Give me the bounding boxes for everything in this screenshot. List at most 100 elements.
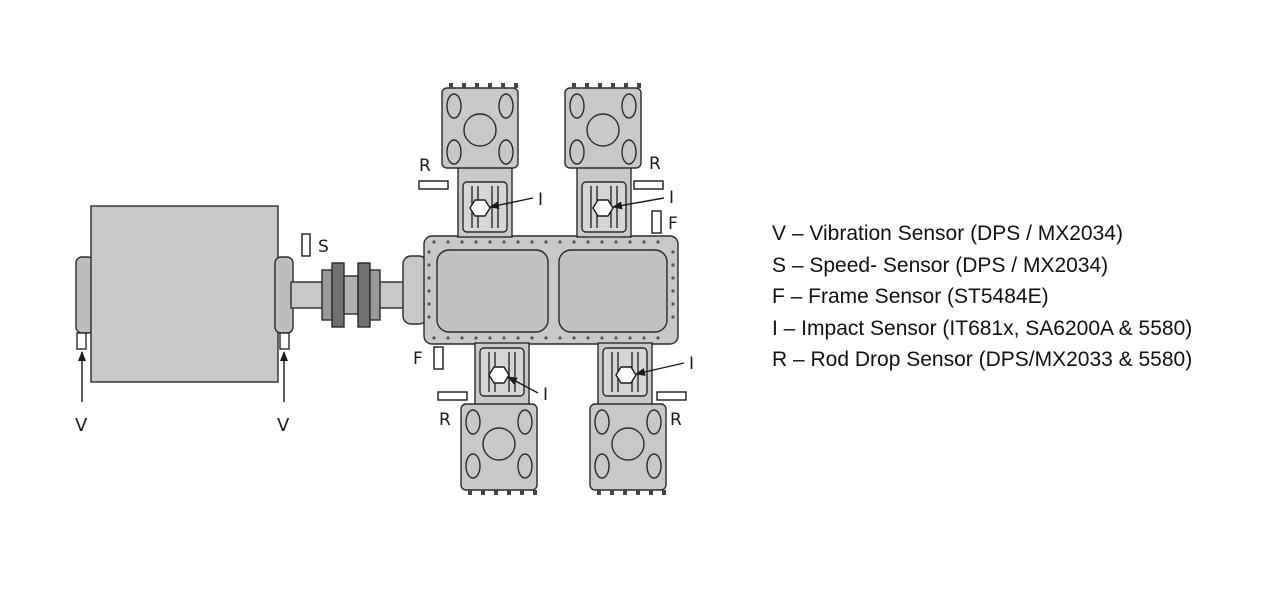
impact-label-upper-right: I	[669, 188, 674, 208]
compressor-frame	[423, 235, 679, 345]
frame-bolt	[427, 263, 431, 267]
frame-bolt	[586, 336, 590, 340]
cylinder-upper-right	[564, 87, 642, 169]
rod-drop-label-upper-left: R	[419, 156, 431, 176]
cylinder-stud	[598, 83, 602, 88]
frame-bolts	[427, 240, 675, 340]
cylinder-stud	[662, 490, 666, 495]
impact-arrow-lower-left	[507, 376, 539, 394]
cylinder-stud	[649, 490, 653, 495]
frame-bolt	[427, 302, 431, 306]
impact-label-lower-left: I	[543, 385, 548, 405]
frame-bolt	[502, 240, 506, 244]
frame-bolt	[544, 240, 548, 244]
rod-drop-sensor-lower-right	[656, 391, 687, 401]
frame-bolt	[427, 289, 431, 293]
cylinder-stud	[611, 83, 615, 88]
compressor-diagram: S V V F F R R R R I I I I	[75, 83, 694, 495]
impact-sensor-upper-right	[592, 199, 614, 217]
frame-bolt	[671, 302, 675, 306]
cylinder-lower-left	[460, 403, 538, 491]
cylinder-stud	[533, 490, 537, 495]
cylinder-stud	[636, 490, 640, 495]
rod-drop-label-upper-right: R	[649, 154, 661, 174]
frame-bolt	[671, 315, 675, 319]
legend-item-frame: F – Frame Sensor (ST5484E)	[772, 285, 1049, 308]
frame-bolt	[516, 336, 520, 340]
cylinder-studs	[449, 83, 666, 495]
legend-item-speed: S – Speed- Sensor (DPS / MX2034)	[772, 253, 1109, 277]
rod-drop-label-lower-right: R	[670, 410, 682, 430]
cylinder-stud	[623, 490, 627, 495]
frame-bolt	[488, 240, 492, 244]
impact-sensor-lower-right	[615, 366, 637, 384]
frame-bolt	[586, 240, 590, 244]
frame-bolt	[516, 240, 520, 244]
frame-sensor-label-lower-left: F	[413, 349, 423, 369]
motor-sensor-left	[76, 332, 87, 350]
frame-bolt	[432, 336, 436, 340]
frame-bolt	[642, 240, 646, 244]
rod-drop-label-lower-left: R	[439, 410, 451, 430]
frame-bolt	[614, 240, 618, 244]
frame-bolt	[600, 336, 604, 340]
frame-bolt	[460, 240, 464, 244]
frame-bolt	[558, 240, 562, 244]
frame-bolt	[488, 336, 492, 340]
frame-bolt	[600, 240, 604, 244]
cylinder-stud	[449, 83, 453, 88]
cylinder-stud	[462, 83, 466, 88]
impact-arrow-upper-left	[489, 197, 534, 210]
frame-bolt	[628, 240, 632, 244]
frame-bolt	[671, 263, 675, 267]
motor	[75, 205, 294, 383]
cylinder-stud	[572, 83, 576, 88]
impact-arrow-upper-right	[612, 197, 665, 210]
frame-bolt	[671, 250, 675, 254]
frame-bolt	[474, 336, 478, 340]
frame-bolt	[671, 289, 675, 293]
speed-sensor	[301, 233, 311, 257]
frame-bolt	[572, 336, 576, 340]
cylinder-stud	[597, 490, 601, 495]
impact-sensor-upper-left	[469, 199, 491, 217]
speed-sensor-label: S	[318, 237, 329, 257]
cylinder-stud	[520, 490, 524, 495]
cylinder-stud	[494, 490, 498, 495]
impact-label-lower-right: I	[689, 354, 694, 374]
cylinder-stud	[514, 83, 518, 88]
cylinder-stud	[468, 490, 472, 495]
frame-bolt	[530, 240, 534, 244]
frame-bolt	[446, 240, 450, 244]
frame-sensor-lower-left	[433, 346, 444, 370]
frame-bolt	[474, 240, 478, 244]
impact-arrow-lower-right	[635, 362, 685, 376]
frame-bolt	[427, 276, 431, 280]
legend-item-vibration: V – Vibration Sensor (DPS / MX2034)	[772, 222, 1123, 245]
motor-sensor-right	[279, 332, 290, 350]
frame-bolt	[460, 336, 464, 340]
vibration-label-right: V	[277, 415, 290, 436]
vibration-label-left: V	[75, 415, 88, 436]
legend-item-impact: I – Impact Sensor (IT681x, SA6200A & 558…	[772, 316, 1193, 340]
cylinder-upper-left	[441, 87, 519, 169]
rod-drop-sensor-upper-right	[633, 180, 664, 190]
cylinder-stud	[475, 83, 479, 88]
legend-item-rod-drop: R – Rod Drop Sensor (DPS/MX2033 & 5580)	[772, 348, 1193, 371]
frame-bolt	[544, 336, 548, 340]
rod-drop-sensor-lower-left	[437, 391, 468, 401]
frame-bolt	[427, 315, 431, 319]
cylinder-stud	[610, 490, 614, 495]
cylinder-lower-right	[589, 403, 667, 491]
frame-bolt	[502, 336, 506, 340]
sensor-legend: V – Vibration Sensor (DPS / MX2034) S – …	[772, 218, 1192, 376]
frame-bolt	[642, 336, 646, 340]
shaft-coupling	[290, 255, 428, 328]
frame-bolt	[656, 240, 660, 244]
cylinder-stud	[624, 83, 628, 88]
impact-label-upper-left: I	[538, 190, 543, 210]
rod-drop-sensor-upper-left	[418, 180, 449, 190]
frame-bolt	[446, 336, 450, 340]
cylinder-stud	[507, 490, 511, 495]
cylinder-stud	[481, 490, 485, 495]
